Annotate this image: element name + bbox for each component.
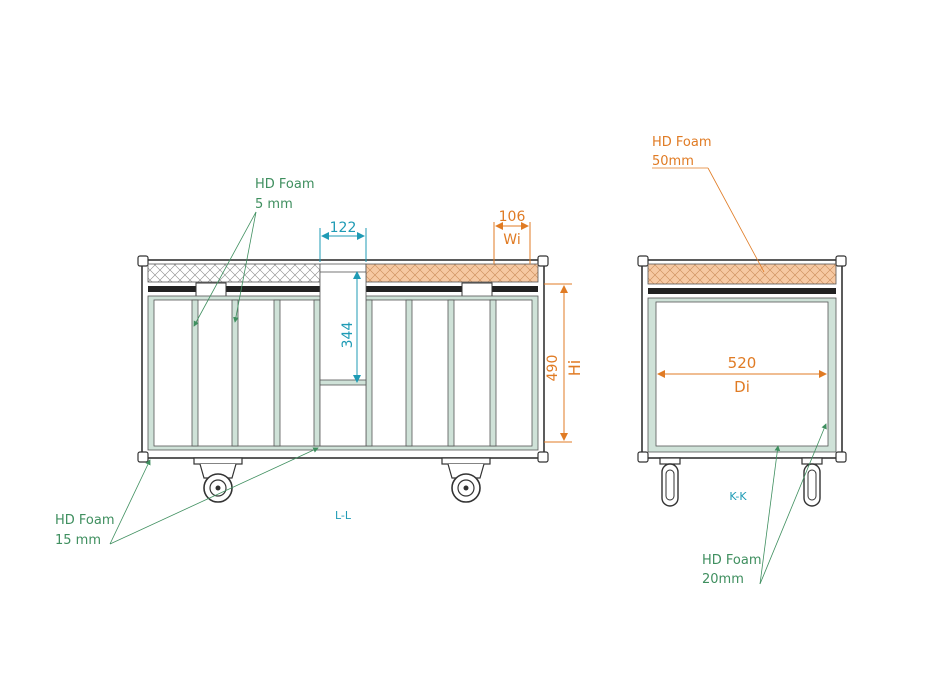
corner-cap xyxy=(835,451,847,463)
dimension-wi-label: Wi xyxy=(503,232,520,248)
end-view: 520 Di HD Foam 50mm HD Foam 20mm K-K xyxy=(637,135,847,587)
dimension-344-value: 344 xyxy=(340,322,356,349)
lid-foam-orange xyxy=(365,263,539,283)
center-shelf xyxy=(319,379,367,386)
foam-15mm-name: HD Foam xyxy=(55,513,115,528)
caster-left xyxy=(193,457,243,503)
dimension-520-value: 520 xyxy=(728,354,757,372)
leader-foam-15mm xyxy=(109,447,319,545)
leader-foam-50mm xyxy=(652,167,765,273)
end-lid-separator xyxy=(648,288,836,294)
dimension-106 xyxy=(493,222,531,264)
corner-cap xyxy=(137,255,149,267)
leader-foam-20mm xyxy=(759,423,827,585)
dimension-122-value: 122 xyxy=(330,220,357,236)
leader-foam-5mm xyxy=(193,211,257,327)
dimension-490-value: 490 xyxy=(545,355,561,382)
lid-foam-grey xyxy=(147,263,321,283)
foam-15mm-size: 15 mm xyxy=(55,533,101,548)
dimension-di-label: Di xyxy=(734,378,750,396)
dimension-122 xyxy=(319,228,367,262)
caster-right xyxy=(441,457,491,503)
corner-cap xyxy=(137,451,149,463)
side-view-label: L-L xyxy=(335,509,352,522)
center-compartment xyxy=(319,271,367,447)
corner-cap xyxy=(637,451,649,463)
foam-50mm-name: HD Foam xyxy=(652,135,712,150)
dimension-106-value: 106 xyxy=(499,209,526,225)
end-lid-foam xyxy=(647,263,837,285)
foam-5mm-name: HD Foam xyxy=(255,177,315,192)
foam-50mm-size: 50mm xyxy=(652,154,694,169)
side-case-outline xyxy=(141,259,545,459)
side-view: 122 344 106 Wi 490 Hi HD Foa xyxy=(55,177,584,548)
corner-cap xyxy=(537,451,549,463)
dividers xyxy=(191,299,497,447)
end-case-outline xyxy=(641,259,843,459)
end-view-label: K-K xyxy=(729,490,747,503)
end-caster-left xyxy=(659,457,681,507)
foam-20mm-size: 20mm xyxy=(702,572,744,587)
corner-cap xyxy=(637,255,649,267)
dimension-hi-label: Hi xyxy=(565,360,584,376)
dimension-490 xyxy=(544,283,572,443)
end-caster-right xyxy=(801,457,823,507)
corner-cap xyxy=(537,255,549,267)
corner-cap xyxy=(835,255,847,267)
foam-5mm-size: 5 mm xyxy=(255,197,293,212)
hinge xyxy=(461,282,493,298)
foam-20mm-name: HD Foam xyxy=(702,553,762,568)
